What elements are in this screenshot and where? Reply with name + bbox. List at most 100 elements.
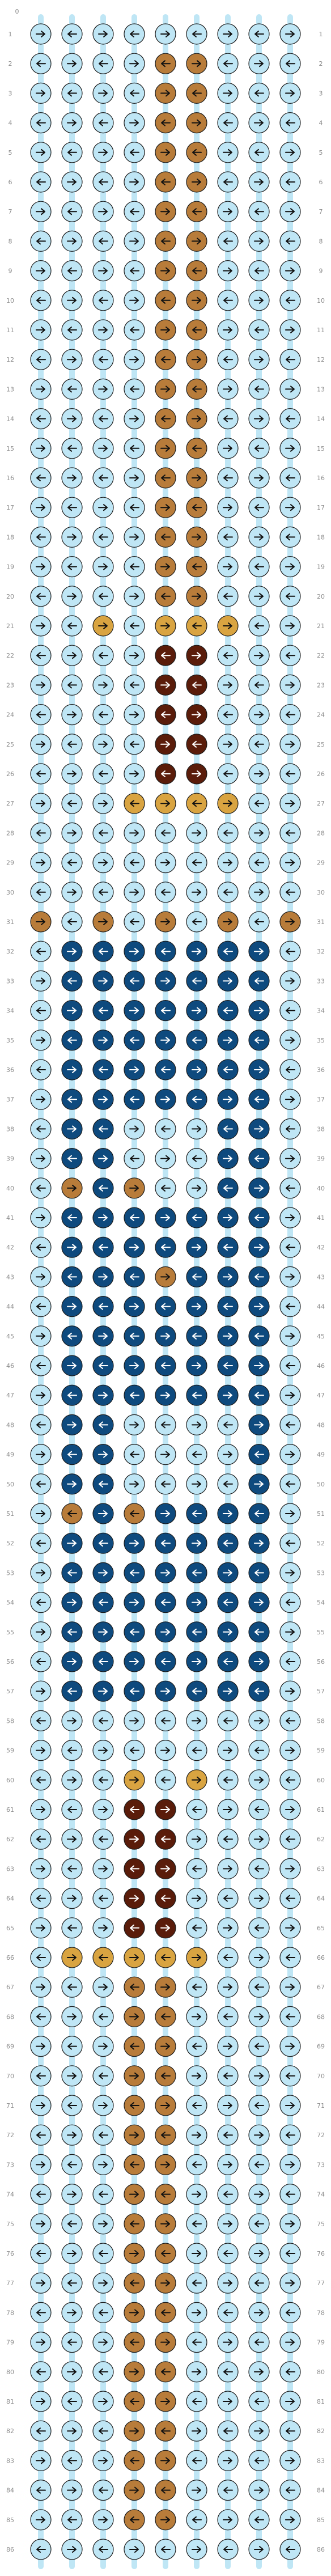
row-label-left: 8	[9, 238, 12, 245]
arrow-right-icon	[254, 296, 264, 304]
arrow-left-icon	[161, 1480, 171, 1488]
arrow-right-icon	[192, 238, 201, 245]
row-label-right: 43	[317, 1273, 325, 1281]
knot	[124, 260, 145, 282]
knot	[279, 1592, 301, 1613]
arrow-right-icon	[129, 829, 139, 837]
arrow-left-icon	[161, 1895, 171, 1902]
knot	[30, 970, 52, 992]
arrow-right-icon	[98, 1806, 108, 1813]
knot	[186, 2391, 207, 2412]
knot	[61, 645, 83, 666]
arrow-left-icon	[223, 2309, 233, 2316]
knot	[217, 2272, 239, 2294]
knot	[186, 2036, 207, 2057]
row-label-right: 70	[317, 2073, 325, 2080]
arrow-left-icon	[192, 1332, 202, 1340]
knot	[279, 1029, 301, 1051]
row-label-right: 53	[317, 1569, 325, 1577]
row-label-right: 51	[317, 1510, 325, 1518]
knot	[155, 82, 176, 104]
arrow-right-icon	[285, 1688, 295, 1695]
arrow-left-icon	[254, 1451, 264, 1458]
arrow-left-icon	[99, 415, 108, 422]
knot	[92, 1296, 114, 1317]
arrow-left-icon	[286, 474, 295, 481]
arrow-left-icon	[99, 533, 108, 541]
arrow-left-icon	[99, 2013, 108, 2020]
arrow-right-icon	[285, 444, 295, 452]
arrow-left-icon	[286, 60, 295, 67]
arrow-right-icon	[67, 2368, 77, 2375]
arrow-left-icon	[130, 918, 139, 925]
arrow-left-icon	[192, 563, 202, 570]
arrow-left-icon	[67, 2102, 77, 2109]
knot	[217, 2036, 239, 2057]
knot	[248, 1769, 270, 1791]
arrow-left-icon	[99, 1717, 108, 1725]
arrow-left-icon	[286, 1658, 295, 1665]
knot	[92, 2154, 114, 2175]
arrow-right-icon	[160, 208, 170, 215]
knot	[279, 2036, 301, 2057]
knot	[217, 2065, 239, 2087]
knot	[92, 1177, 114, 1199]
arrow-left-icon	[36, 2368, 46, 2375]
knot	[248, 53, 270, 74]
knot	[217, 142, 239, 163]
arrow-left-icon	[99, 2486, 108, 2494]
knot	[124, 1266, 145, 1287]
knot	[92, 1029, 114, 1051]
row-label-right: 28	[317, 829, 325, 837]
arrow-right-icon	[67, 474, 77, 481]
row-label-right: 2	[319, 60, 323, 67]
knot	[124, 497, 145, 518]
knot	[248, 2184, 270, 2205]
knot	[92, 1769, 114, 1791]
arrow-right-icon	[36, 31, 45, 37]
knot	[279, 319, 301, 341]
knot	[155, 2302, 176, 2323]
arrow-right-icon	[285, 1273, 295, 1281]
arrow-right-icon	[67, 948, 77, 955]
arrow-left-icon	[67, 681, 77, 689]
knot	[186, 2184, 207, 2205]
knot	[124, 378, 145, 400]
knot	[61, 1444, 83, 1465]
knot	[186, 319, 207, 341]
knot	[186, 1473, 207, 1495]
knot	[217, 1888, 239, 1909]
knot	[155, 1592, 176, 1613]
arrow-left-icon	[223, 1480, 233, 1488]
arrow-right-icon	[98, 1096, 108, 1103]
arrow-left-icon	[67, 740, 77, 748]
knot	[279, 2539, 301, 2560]
arrow-right-icon	[254, 1776, 264, 1783]
arrow-left-icon	[192, 918, 202, 925]
knot	[92, 1976, 114, 1998]
knot	[155, 2391, 176, 2412]
row-label-right: 56	[317, 1658, 325, 1666]
arrow-left-icon	[36, 1895, 46, 1902]
arrow-right-icon	[129, 296, 139, 304]
arrow-left-icon	[161, 60, 171, 67]
arrow-left-icon	[130, 1688, 139, 1695]
row-label-left: 70	[6, 2073, 14, 2080]
knot	[217, 1236, 239, 1258]
knot	[124, 2154, 145, 2175]
row-label-left: 81	[6, 2398, 14, 2405]
arrow-left-icon	[130, 2220, 139, 2227]
row-label-right: 6	[319, 179, 323, 186]
arrow-left-icon	[99, 1007, 108, 1014]
knot	[217, 645, 239, 666]
arrow-left-icon	[161, 533, 171, 541]
arrow-right-icon	[285, 1569, 295, 1577]
arrow-left-icon	[130, 1096, 139, 1103]
arrow-left-icon	[67, 622, 77, 629]
knot	[30, 408, 52, 430]
knot	[155, 319, 176, 341]
arrow-right-icon	[192, 1244, 201, 1251]
knot	[61, 438, 83, 459]
knot	[61, 230, 83, 252]
arrow-right-icon	[98, 681, 108, 689]
